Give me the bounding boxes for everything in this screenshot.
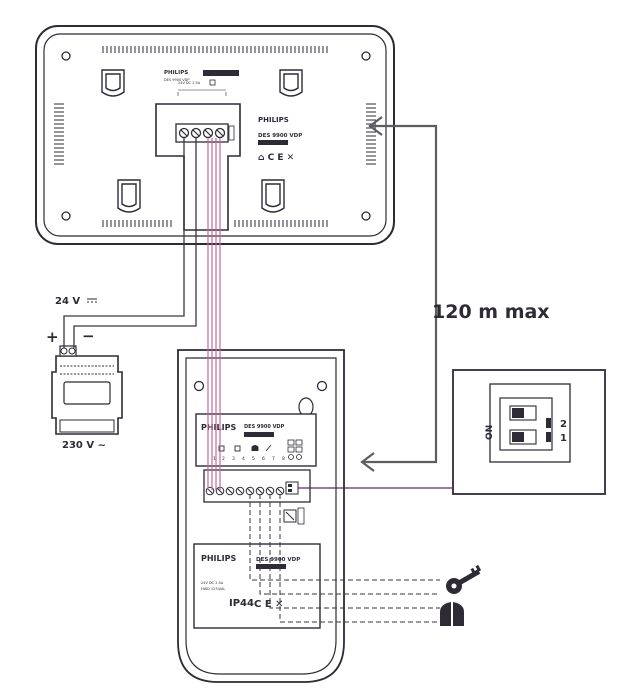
door-serial-barcode <box>244 432 274 437</box>
dip-2-label: 2 <box>560 419 567 430</box>
door-label-ref: HWD 1234/AL <box>201 587 225 591</box>
minus-label: − <box>82 327 95 345</box>
key-icon <box>446 564 482 594</box>
door-icon-row <box>218 444 272 452</box>
door-product-label <box>193 543 321 629</box>
dip-switch-icon <box>452 369 606 495</box>
distance-bracket <box>360 116 438 472</box>
plus-label: + <box>46 328 59 346</box>
dip-1-label: 1 <box>560 433 567 444</box>
lock-gate-wires <box>249 494 440 623</box>
psu-wires <box>63 138 197 348</box>
door-label-info: 24V DC 2.5A <box>201 581 224 585</box>
svg-text:3: 3 <box>232 456 235 462</box>
monitor-brand: PHILIPS <box>258 116 289 124</box>
bottom-vent <box>102 220 328 227</box>
door-panel: PHILIPS DES 9900 VDP 1 2 3 4 5 6 7 8 <box>177 349 345 683</box>
gate-icon <box>440 602 464 626</box>
svg-text:8: 8 <box>282 456 285 462</box>
door-dip-switch-small <box>285 481 299 495</box>
svg-text:4: 4 <box>242 456 245 462</box>
svg-text:1: 1 <box>213 456 216 462</box>
monitor-small-brand: PHILIPS <box>164 70 188 76</box>
door-terminal-screws <box>205 486 285 496</box>
svg-text:6: 6 <box>262 456 265 462</box>
monitor-terminal-block <box>175 123 235 143</box>
monitor-marks: ⌂ C E ✕ <box>258 153 294 163</box>
door-brand: PHILIPS <box>201 423 236 432</box>
monitor-label-barcode <box>258 140 288 145</box>
dc-symbol-icon <box>87 298 97 303</box>
monitor-small-text: DES 9900 VDP <box>164 78 189 82</box>
door-dip-mini-icon <box>287 439 303 460</box>
monitor: PHILIPS DES 9900 VDP 24V DC 2.5A PHILIPS… <box>35 25 395 245</box>
door-label-brand: PHILIPS <box>201 554 236 563</box>
ac-voltage-label: 230 V ~ <box>62 440 106 451</box>
svg-text:5: 5 <box>252 456 255 462</box>
distance-label: 120 m max <box>432 301 550 323</box>
ip-rating: IP44 <box>229 598 254 609</box>
top-vent <box>102 46 328 53</box>
monitor-serial-barcode <box>203 70 239 76</box>
dip-on-label: ON <box>485 425 495 440</box>
power-supply-icon <box>51 345 123 435</box>
monitor-model: DES 9900 VDP <box>258 133 302 139</box>
monitor-power-text: 24V DC 2.5A <box>178 81 201 85</box>
door-model: DES 9900 VDP <box>244 424 285 430</box>
door-label-model: DES 9900 VDP <box>256 557 300 563</box>
mounting-hooks <box>101 69 303 213</box>
svg-text:2: 2 <box>222 456 225 462</box>
svg-text:7: 7 <box>272 456 275 462</box>
bus-wires <box>207 138 221 490</box>
door-ce-mark: C E ✕ <box>254 599 284 610</box>
door-terminal-numbers: 1 2 3 4 5 6 7 8 <box>213 456 285 462</box>
door-label-barcode <box>256 564 286 569</box>
dc-voltage-label: 24 V <box>55 296 80 307</box>
